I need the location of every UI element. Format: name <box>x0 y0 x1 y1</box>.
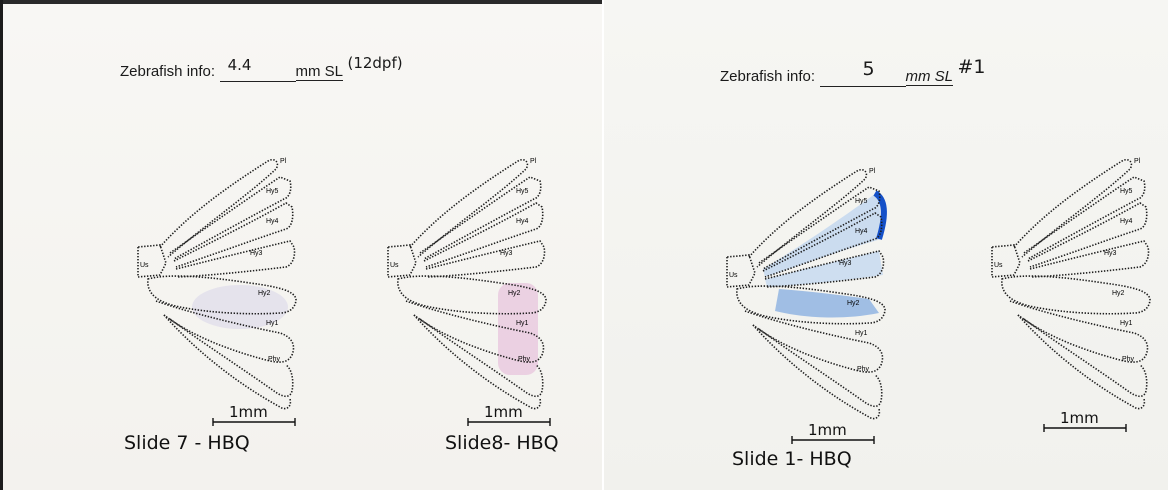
slide-label-3: Slide 1- HBQ <box>732 448 852 470</box>
zebrafish-info-row: Zebrafish info: 4.4 mm SL (12dpf) <box>120 62 403 82</box>
scale-bar-3: 1mm <box>784 418 884 448</box>
length-value: 5 <box>862 58 874 80</box>
hy5-label: Hy5 <box>1120 188 1133 195</box>
zebrafish-info-row: Zebrafish info: 5 mm SL #1 <box>720 64 985 87</box>
length-blank: 4.4 <box>220 62 296 82</box>
worksheet-right: Zebrafish info: 5 mm SL #1 Pl Hy5 Hy4 Hy… <box>604 0 1168 490</box>
hy1-label: Hy1 <box>855 330 868 337</box>
hy3-label: Hy3 <box>839 260 852 267</box>
specimen-number: #1 <box>957 56 985 78</box>
caudal-fin-diagram-4: Pl Hy5 Hy4 Hy3 Us Hy2 Hy1 Phy <box>984 155 1164 425</box>
hy5-label: Hy5 <box>855 198 868 205</box>
slide-label-2: Slide8- HBQ <box>445 432 559 454</box>
worksheet-left: Zebrafish info: 4.4 mm SL (12dpf) Pl Hy5… <box>0 0 604 490</box>
pl-label: Pl <box>530 158 537 165</box>
caudal-fin-diagram-1: Pl Hy5 Hy4 Hy3 Us Hy2 Hy1 Phy <box>130 155 310 425</box>
caudal-fin-diagram-3: Pl Hy5 Hy4 Hy3 Us Hy2 Hy1 Phy <box>719 165 899 435</box>
length-blank: 5 <box>820 64 906 87</box>
scale-bar-label: 1mm <box>808 421 847 439</box>
hy3-label: Hy3 <box>250 250 263 257</box>
scale-bar-label: 1mm <box>229 403 268 421</box>
hy2-label: Hy2 <box>847 300 860 307</box>
scan-border-left <box>0 0 3 490</box>
us-label: Us <box>390 262 399 269</box>
blue-stain-hy2 <box>775 289 879 317</box>
pl-label: Pl <box>869 168 876 175</box>
phy-label: Phy <box>857 366 870 373</box>
hy3-label: Hy3 <box>500 250 513 257</box>
scale-bar-2: 1mm <box>460 400 560 430</box>
hy1-label: Hy1 <box>1120 320 1133 327</box>
units-label: mm SL <box>906 68 954 86</box>
hy2-label: Hy2 <box>508 290 521 297</box>
scale-bar-label: 1mm <box>484 403 523 421</box>
hy2-label: Hy2 <box>258 290 271 297</box>
phy-label: Phy <box>518 356 531 363</box>
slide-label-1: Slide 7 - HBQ <box>124 432 250 454</box>
phy-label: Phy <box>268 356 281 363</box>
age-note: (12dpf) <box>347 54 402 72</box>
hy1-label: Hy1 <box>266 320 279 327</box>
us-label: Us <box>140 262 149 269</box>
hy4-label: Hy4 <box>1120 218 1133 225</box>
hy3-label: Hy3 <box>1104 250 1117 257</box>
hy5-label: Hy5 <box>266 188 279 195</box>
zebrafish-info-label: Zebrafish info: <box>720 68 815 85</box>
scale-bar-4: 1mm <box>1036 406 1136 436</box>
hy1-label: Hy1 <box>516 320 529 327</box>
pl-label: Pl <box>1134 158 1141 165</box>
zebrafish-info-label: Zebrafish info: <box>120 63 215 80</box>
hy5-label: Hy5 <box>516 188 529 195</box>
pl-label: Pl <box>280 158 287 165</box>
hy4-label: Hy4 <box>266 218 279 225</box>
us-label: Us <box>994 262 1003 269</box>
hy2-label: Hy2 <box>1112 290 1125 297</box>
scale-bar-1: 1mm <box>205 400 305 430</box>
phy-label: Phy <box>1122 356 1135 363</box>
hy4-label: Hy4 <box>855 228 868 235</box>
hy4-label: Hy4 <box>516 218 529 225</box>
scale-bar-label: 1mm <box>1060 409 1099 427</box>
units-label: mm SL <box>296 63 344 81</box>
scan-border-top <box>0 0 604 4</box>
us-label: Us <box>729 272 738 279</box>
length-value: 4.4 <box>228 56 252 74</box>
caudal-fin-diagram-2: Pl Hy5 Hy4 Hy3 Us Hy2 Hy1 Phy <box>380 155 560 425</box>
